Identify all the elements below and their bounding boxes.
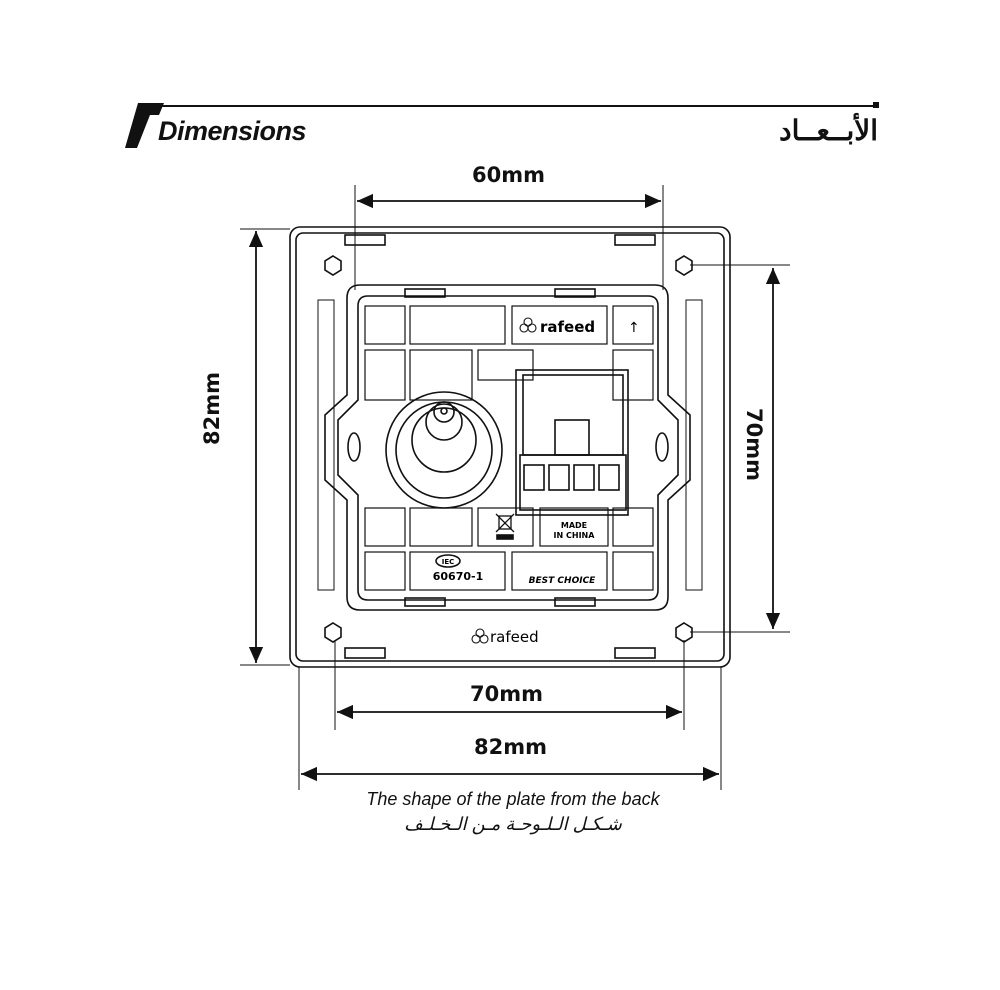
dim-bottom-outer: 82mm [474,735,547,759]
made-in-label: MADE [561,521,587,530]
quality-label: BEST CHOICE [529,576,597,586]
page-title: Dimensions [158,116,307,146]
terminal-block [515,369,629,516]
caption-en: The shape of the plate from the back [366,789,660,809]
header-rule [125,102,879,148]
dim-bottom-inner: 70mm [470,682,543,706]
dim-right-height: 70mm [742,408,766,481]
standard-label: 60670-1 [433,570,484,583]
arrow-label: ↑ [628,320,640,336]
brand-bottom: rafeed [490,628,539,646]
screw-holes [324,255,693,643]
page-title-ar: الأبــعــاد [779,115,878,146]
coax-connector [385,391,503,509]
inner-body [324,284,691,611]
weee-icon [495,513,515,533]
iec-icon [435,554,461,568]
made-in-label-2: IN CHINA [554,531,596,540]
dimension-lines [248,193,781,782]
dim-top-width: 60mm [472,163,545,187]
outer-plate [289,226,731,668]
caption-ar: شـكـل الـلـوحـة مـن الـخـلـف [404,814,622,834]
brand-logo-icon [471,317,537,644]
dim-left-height: 82mm [200,372,224,445]
iec-badge: IEC [442,558,455,566]
brand-top: rafeed [540,318,595,336]
